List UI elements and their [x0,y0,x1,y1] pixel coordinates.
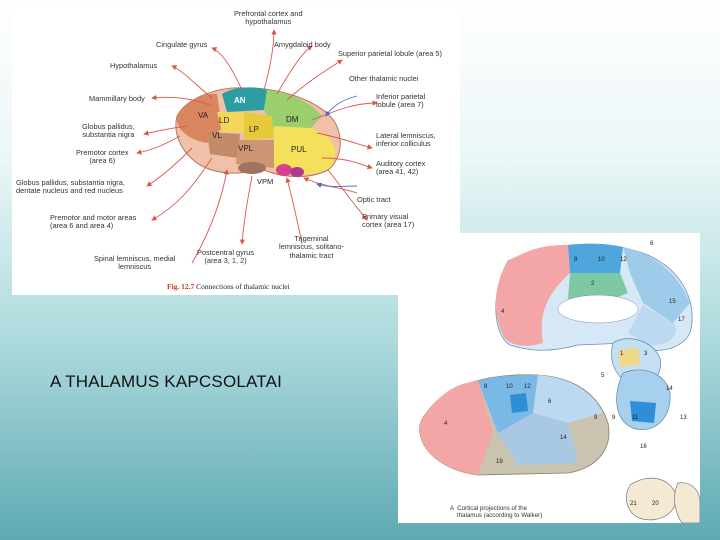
cortex-diagram: 6 8 10 12 2 4 15 17 1 3 5 14 8 10 12 4 6… [419,241,700,523]
area-num: 10 [598,257,605,263]
area-num: 9 [594,415,598,421]
label-hypothalamus: Hypothalamus [110,61,158,70]
area-num: 2 [591,281,595,287]
area-num: 6 [548,399,552,405]
nucleus-lp: LP [249,125,259,134]
figure2-caption: A Cortical projections of the thalamus (… [450,505,543,519]
nucleus-vpl: VPL [238,144,254,153]
area-num: 6 [650,241,654,247]
nucleus-dm: DM [286,115,299,124]
area-num: 5 [601,373,605,379]
area-num: 21 [630,501,637,507]
thalamus-diagram: AN VA LD LP DM VL VPL PUL VPM [136,29,378,264]
area-num: 19 [496,459,503,465]
label-trigeminal: Trigeminal lemniscus, solitano- thalamic… [279,234,344,260]
area-num: 17 [678,317,685,323]
label-primary-visual: Primary visual cortex (area 17) [362,212,415,230]
area-num: 14 [560,435,567,441]
caption-prefix: Fig. 12.7 [167,282,195,291]
area-num: 4 [444,421,448,427]
label-optic-tract: Optic tract [357,195,391,204]
cortical-projections-figure: 6 8 10 12 2 4 15 17 1 3 5 14 8 10 12 4 6… [398,233,700,523]
thalamus-body [175,87,341,178]
slide-title: A THALAMUS KAPCSOLATAI [50,372,283,391]
label-premotor-motor: Premotor and motor areas (area 6 and are… [50,213,137,231]
area-num: 13 [680,415,687,421]
label-superior-parietal: Superior parietal lobule (area 5) [338,49,442,58]
label-amygdaloid: Amygdaloid body [274,40,331,49]
connection-arrows [136,29,378,264]
label-auditory: Auditory cortex (area 41, 42) [376,159,426,177]
area-num: 8 [574,257,578,263]
area-num: 20 [652,501,659,507]
medial-hemisphere [495,243,693,351]
area-num: 15 [669,299,676,305]
label-spinal-lemniscus: Spinal lemniscus, medial lemniscus [94,254,176,272]
caption-text: Connections of thalamic nuclei [196,282,290,291]
area-num: 3 [644,351,648,357]
lateral-hemisphere [419,374,610,476]
nucleus-an: AN [234,96,246,105]
label-cingulate: Cingulate gyrus [156,40,208,49]
brainstem-views [626,477,700,523]
area-num: 8 [484,384,488,390]
thalamus-small-views [611,338,671,430]
area-num: 1 [620,351,624,357]
area-num: 4 [501,309,505,315]
area-num: 16 [640,444,647,450]
nucleus-vl: VL [212,131,222,140]
thalamic-connections-figure: AN VA LD LP DM VL VPL PUL VPM [12,8,460,295]
area-num: 12 [620,257,627,263]
area-num: 14 [666,386,673,392]
area-num: 9 [612,415,616,421]
figure1-caption: Fig. 12.7 Connections of thalamic nuclei [167,282,290,291]
label-prefrontal: Prefrontal cortex and hypothalamus [234,9,303,27]
area-num: 11 [632,415,639,421]
label-globus-pallidus: Globus pallidus, substantia nigra [82,122,135,140]
area-num: 10 [506,384,513,390]
nucleus-ld: LD [219,116,229,125]
nucleus-pul: PUL [291,145,307,154]
label-premotor: Premotor cortex (area 6) [76,148,129,166]
nucleus-vpm: VPM [257,177,273,186]
label-lateral-lemniscus: Lateral lemniscus, inferior colliculus [376,131,436,149]
nucleus-va: VA [198,111,209,120]
label-postcentral: Postcentral gyrus (area 3, 1, 2) [197,248,255,266]
label-other-nuclei: Other thalamic nuclei [349,74,419,83]
label-globus-dentate: Globus pallidus, substantia nigra, denta… [16,178,125,196]
label-mammillary: Mammillary body [89,94,145,103]
area-num: 12 [524,384,531,390]
label-inferior-parietal: Inferior parietal lobule (area 7) [376,92,426,110]
